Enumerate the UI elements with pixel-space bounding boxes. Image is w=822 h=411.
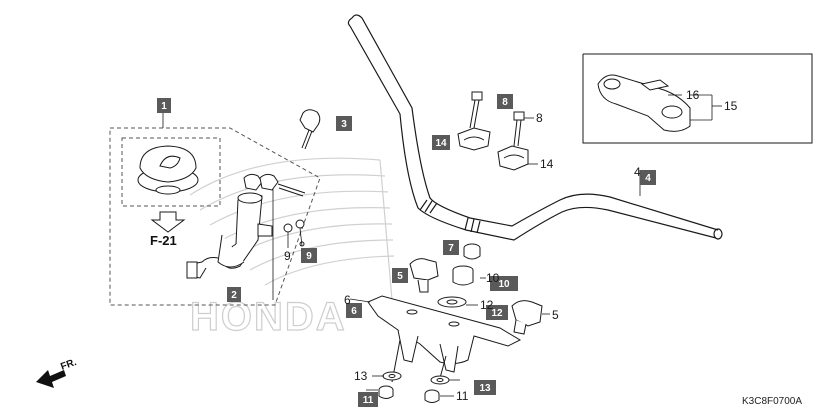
plain-label-16: 16 <box>686 88 700 102</box>
upper-holder-14 <box>457 127 529 171</box>
plain-label-15: 15 <box>724 99 738 113</box>
svg-text:3: 3 <box>341 119 347 130</box>
plain-label-11: 11 <box>456 389 469 403</box>
svg-text:8: 8 <box>502 97 508 108</box>
honda-watermark: HONDA <box>189 157 395 340</box>
boxed-label-2: 2 <box>227 287 241 302</box>
boxed-label-8: 8 <box>497 94 513 109</box>
part-1-region <box>109 127 321 306</box>
plain-label-6: 6 <box>344 293 351 307</box>
svg-text:2: 2 <box>231 290 237 301</box>
washer-12 <box>437 296 467 308</box>
lower-bridge-plate-6 <box>367 295 522 383</box>
plain-label-14: 14 <box>540 157 554 171</box>
plain-label-10: 10 <box>486 271 500 285</box>
boxed-labels: 1 2 3 4 5 6 7 8 9 10 11 12 13 14 <box>157 94 656 407</box>
boxed-label-14: 14 <box>432 135 450 150</box>
svg-text:13: 13 <box>479 383 491 394</box>
plain-label-5: 5 <box>552 308 559 322</box>
svg-text:10: 10 <box>498 279 510 290</box>
svg-text:7: 7 <box>448 243 454 254</box>
fuel-cap <box>137 145 199 195</box>
bolt-8 <box>469 91 525 147</box>
svg-text:5: 5 <box>397 271 403 282</box>
plain-labels: 1 2 3 4 5 6 7 8 9 10 11 12 13 14 15 16 <box>284 88 738 403</box>
diagram-code: K3C8F0700A <box>742 396 802 407</box>
boxed-label-10: 10 <box>490 276 518 291</box>
svg-text:1: 1 <box>161 101 167 112</box>
boxed-label-5: 5 <box>392 268 408 283</box>
cap-nut-7 <box>463 243 481 260</box>
plain-label-4: 4 <box>634 165 641 179</box>
svg-text:12: 12 <box>491 308 503 319</box>
top-bridge-assy <box>582 53 813 144</box>
reference-arrow-icon <box>150 211 186 233</box>
svg-text:9: 9 <box>306 251 312 262</box>
key-part-3 <box>299 109 321 150</box>
front-direction-label: FR. <box>59 357 78 373</box>
boxed-label-4: 4 <box>640 170 656 185</box>
screw-9 <box>283 219 305 247</box>
boxed-label-6: 6 <box>346 303 362 318</box>
boxed-label-13: 13 <box>474 380 496 395</box>
boxed-label-1: 1 <box>157 98 171 113</box>
ignition-switch <box>186 173 306 279</box>
plain-label-8: 8 <box>536 111 543 125</box>
handlebar-part-4 <box>347 14 723 241</box>
svg-text:6: 6 <box>351 306 357 317</box>
cushion-13 <box>382 371 450 385</box>
front-direction: FR. <box>36 357 78 388</box>
boxed-label-11: 11 <box>358 392 378 407</box>
nut-11 <box>378 385 440 403</box>
bushing-10 <box>452 265 474 286</box>
plain-label-13: 13 <box>354 369 368 383</box>
boxed-label-12: 12 <box>486 305 508 320</box>
plain-label-9: 9 <box>284 249 291 263</box>
plain-label-12: 12 <box>480 298 494 312</box>
watermark-text: HONDA <box>190 295 347 339</box>
svg-text:4: 4 <box>645 173 651 184</box>
cap-dashed-box <box>121 137 221 207</box>
svg-text:14: 14 <box>435 138 447 149</box>
svg-text:11: 11 <box>363 395 374 406</box>
leader-lines <box>287 94 722 397</box>
reference-label: F-21 <box>150 233 177 248</box>
boxed-label-7: 7 <box>443 240 459 255</box>
clamp-5 <box>409 258 543 335</box>
boxed-label-3: 3 <box>336 116 352 131</box>
boxed-label-9: 9 <box>301 248 317 263</box>
